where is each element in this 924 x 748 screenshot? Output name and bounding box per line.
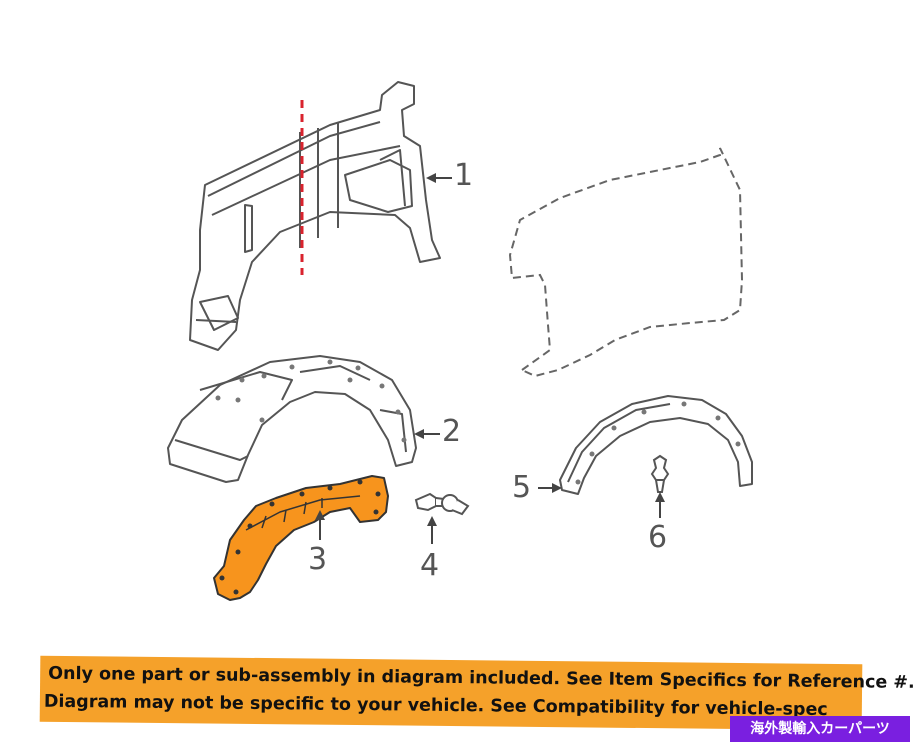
part-4-fastener bbox=[414, 492, 470, 516]
part-3-splash-shield bbox=[213, 475, 389, 601]
disclaimer-line-1: Only one part or sub-assembly in diagram… bbox=[48, 663, 915, 693]
parts-diagram bbox=[167, 81, 753, 601]
callout-2: 2 bbox=[442, 414, 462, 449]
leader-arrows bbox=[315, 173, 665, 544]
callout-4: 4 bbox=[420, 548, 440, 583]
part-2-wheelhouse-liner bbox=[167, 355, 417, 483]
callout-3: 3 bbox=[308, 542, 328, 577]
part-1-inner-fender bbox=[189, 81, 441, 351]
disclaimer-line-2: Diagram may not be specific to your vehi… bbox=[43, 691, 828, 720]
seller-badge: 海外製輸入カーパーツ bbox=[730, 716, 910, 742]
part-6-clip bbox=[650, 454, 670, 493]
part-5-wheel-molding bbox=[559, 395, 753, 495]
callout-1: 1 bbox=[454, 158, 474, 193]
fender-outline bbox=[508, 147, 744, 378]
callout-6: 6 bbox=[648, 520, 668, 555]
callout-5: 5 bbox=[512, 470, 532, 505]
